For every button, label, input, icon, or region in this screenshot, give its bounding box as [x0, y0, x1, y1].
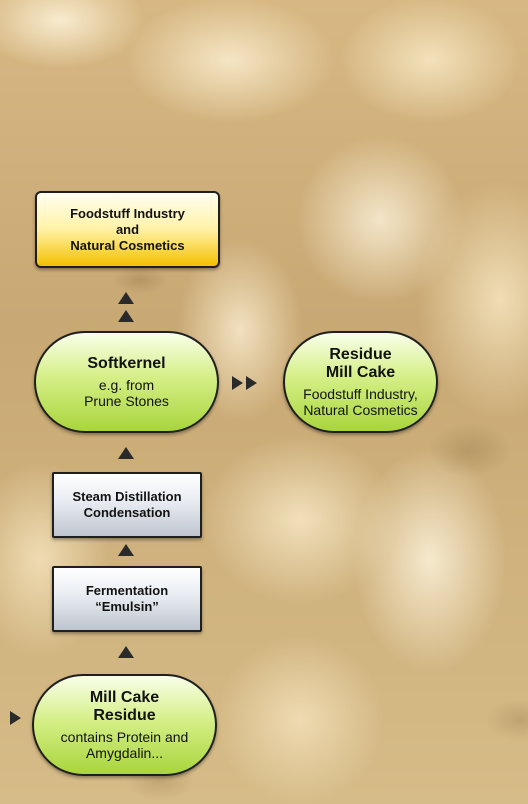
steam-line-1: Steam Distillation — [72, 489, 181, 505]
up-arrow-icon — [118, 544, 134, 556]
softkernel-line-2: Prune Stones — [84, 393, 169, 409]
foodstuff-cosmetics-box: Foodstuff Industry and Natural Cosmetics — [35, 191, 220, 268]
foodstuff-line-3: Natural Cosmetics — [70, 238, 184, 254]
up-arrow-icon — [118, 447, 134, 459]
fermentation-line-2: “Emulsin” — [95, 599, 159, 615]
residue-title-1: Residue — [329, 346, 391, 364]
millcake-title-1: Mill Cake — [90, 689, 159, 707]
right-arrow-icon — [246, 376, 257, 390]
residue-mill-cake-box: Residue Mill Cake Foodstuff Industry, Na… — [283, 331, 438, 433]
foodstuff-line-1: Foodstuff Industry — [70, 206, 185, 222]
fermentation-box: Fermentation “Emulsin” — [52, 566, 202, 632]
mill-cake-residue-box: Mill Cake Residue contains Protein and A… — [32, 674, 217, 776]
residue-line-1: Foodstuff Industry, — [303, 386, 418, 402]
softkernel-line-1: e.g. from — [99, 377, 154, 393]
steam-distillation-box: Steam Distillation Condensation — [52, 472, 202, 538]
millcake-line-2: Amygdalin... — [86, 745, 163, 761]
right-arrow-icon — [232, 376, 243, 390]
right-arrow-icon — [10, 711, 21, 725]
fermentation-line-1: Fermentation — [86, 583, 168, 599]
foodstuff-line-2: and — [116, 222, 139, 238]
steam-line-2: Condensation — [84, 505, 171, 521]
residue-line-2: Natural Cosmetics — [303, 402, 417, 418]
up-arrow-icon — [118, 310, 134, 322]
up-arrow-icon — [118, 292, 134, 304]
softkernel-box: Softkernel e.g. from Prune Stones — [34, 331, 219, 433]
millcake-title-2: Residue — [93, 707, 155, 725]
up-arrow-icon — [118, 646, 134, 658]
millcake-line-1: contains Protein and — [61, 729, 189, 745]
softkernel-title: Softkernel — [87, 355, 165, 373]
residue-title-2: Mill Cake — [326, 364, 395, 382]
